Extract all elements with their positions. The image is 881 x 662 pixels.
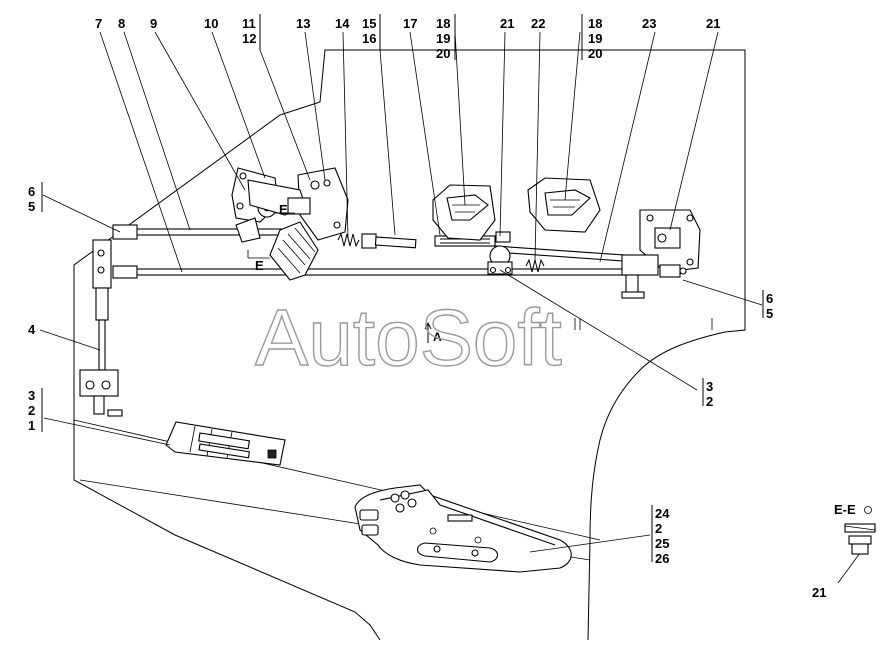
callout-2-left: 2 <box>28 403 35 418</box>
callout-18a: 18 <box>436 16 450 31</box>
watermark: AutoSoft <box>255 293 562 382</box>
section-label: E-E <box>834 502 856 517</box>
left-column-assembly <box>79 224 138 417</box>
callout-24: 24 <box>655 506 670 521</box>
pedal-bracket-assembly <box>231 167 349 281</box>
view-arrow-label: A <box>433 330 442 344</box>
callout-19b: 19 <box>588 31 602 46</box>
center-pivot <box>487 231 513 275</box>
right-callouts: 6 5 3 2 <box>706 291 773 409</box>
callout-4: 4 <box>28 322 36 337</box>
callout-23: 23 <box>642 16 656 31</box>
callout-5-left: 5 <box>28 199 35 214</box>
section-circle-icon <box>864 506 872 514</box>
pedal-spring-block <box>287 197 311 215</box>
upper-rod <box>129 228 301 236</box>
diagonal-rod <box>493 245 631 262</box>
callout-21b: 21 <box>706 16 720 31</box>
callout-19a: 19 <box>436 31 450 46</box>
callout-6-right: 6 <box>766 291 773 306</box>
section-detail-e-e: E-E 21 <box>812 502 876 600</box>
control-rods <box>129 228 636 276</box>
callout-22: 22 <box>531 16 545 31</box>
leader-lines <box>39 14 861 584</box>
callout-14: 14 <box>335 16 350 31</box>
rod-coupling <box>361 233 377 249</box>
callout-9: 9 <box>150 16 157 31</box>
callout-11: 11 <box>242 16 256 31</box>
callout-7: 7 <box>95 16 102 31</box>
callout-10: 10 <box>204 16 218 31</box>
callout-18b: 18 <box>588 16 602 31</box>
upper-clevis <box>112 224 138 240</box>
callout-3-left: 3 <box>28 388 35 403</box>
callout-8: 8 <box>118 16 125 31</box>
callout-12: 12 <box>242 31 256 46</box>
column-upper-block <box>92 239 112 289</box>
callout-1: 1 <box>28 418 35 433</box>
section-mark-upper: E <box>279 202 288 217</box>
callout-16: 16 <box>362 31 376 46</box>
top-callouts: 7 8 9 10 11 12 13 14 15 16 17 18 19 20 2… <box>95 16 720 61</box>
callout-26: 26 <box>655 551 669 566</box>
callout-15: 15 <box>362 16 376 31</box>
callout-17: 17 <box>403 16 417 31</box>
section-detail-number: 21 <box>812 585 826 600</box>
section-marks: E E A <box>255 202 442 344</box>
callout-2-right: 2 <box>706 394 713 409</box>
callout-3-right: 3 <box>706 379 713 394</box>
section-mark-lower: E <box>255 258 264 273</box>
callout-2-bottom: 2 <box>655 521 662 536</box>
lower-rod <box>134 268 636 276</box>
callout-20a: 20 <box>436 46 450 61</box>
callout-6-left: 6 <box>28 184 35 199</box>
right-bracket-assembly <box>621 209 701 299</box>
left-callouts: 6 5 4 3 2 1 <box>28 184 36 433</box>
pedal-pad <box>269 221 319 281</box>
lower-clevis <box>112 265 138 279</box>
callout-5-right: 5 <box>766 306 773 321</box>
vent-housings <box>432 177 601 241</box>
spring-assembly <box>337 232 545 273</box>
callout-20b: 20 <box>588 46 602 61</box>
column-lower-block <box>79 369 119 397</box>
footrest-panel <box>354 484 572 573</box>
bottom-callouts: 24 2 25 26 <box>655 506 670 566</box>
switch-block <box>165 421 286 466</box>
callout-25: 25 <box>655 536 669 551</box>
callout-21a: 21 <box>500 16 514 31</box>
callout-13: 13 <box>296 16 310 31</box>
